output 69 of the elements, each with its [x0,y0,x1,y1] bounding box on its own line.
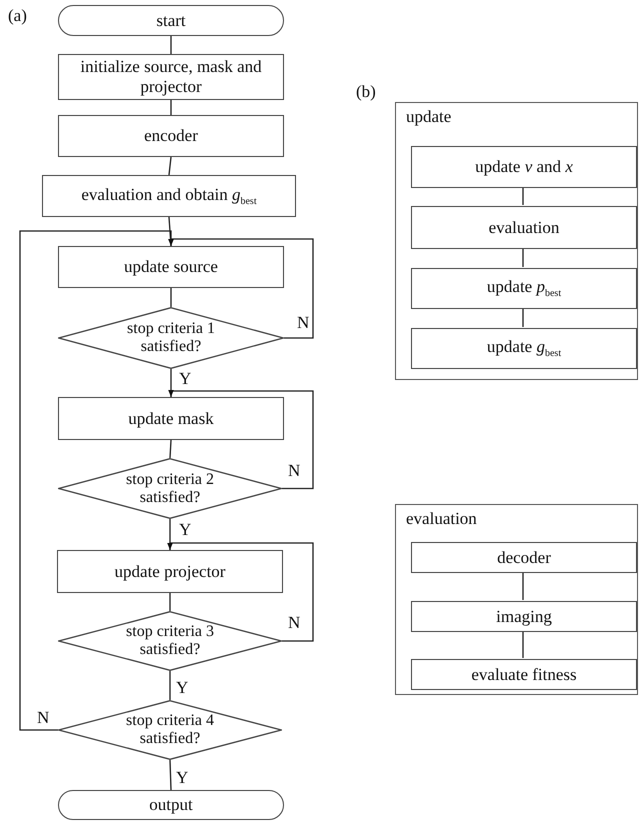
arrow [167,542,314,642]
terminator-box [58,5,284,36]
group-frame [395,102,638,380]
process-box [57,550,283,593]
decision-diamond [58,611,282,671]
edge-label: N [287,462,302,479]
decision-diamond [58,700,282,760]
decision-diamond [58,458,282,519]
node-label: stop criteria 4 satisfied? [125,712,215,748]
connector-line [522,187,524,205]
connector-line [170,36,172,54]
node-label: evaluation [488,218,560,238]
process-box [58,397,284,440]
node-label: update v and x [475,157,573,177]
process-box [411,601,637,632]
process-box [411,659,637,690]
edge-label: Y [175,679,190,696]
process-box [411,206,637,249]
node-label: output [149,795,193,815]
node-label: update projector [114,562,226,582]
arrow [168,390,314,490]
connector-line [522,308,524,327]
process-box [411,328,637,369]
edge-label: N [36,709,50,726]
node-label: evaluation and obtain g$_{best}$ [81,184,257,208]
connector-line [168,216,172,246]
group-title: update [406,107,452,127]
node-label: update p$_{best}$ [486,277,562,300]
process-box [411,146,637,188]
arrow [19,230,174,731]
edge-label: Y [175,769,190,786]
panel-label: (a) [8,6,27,26]
node-label: stop criteria 1 satisfied? [126,320,216,356]
node-label: start [156,10,186,30]
node-label: evaluate fitness [471,664,577,684]
connector-line [522,248,524,267]
edge-label: N [287,614,302,631]
node-label: stop criteria 2 satisfied? [125,470,215,506]
node-label: update g$_{best}$ [486,337,562,360]
connector-line [168,156,172,176]
process-box [58,246,284,288]
node-label: update mask [128,408,214,428]
node-label: imaging [496,606,552,626]
connector-line [170,100,172,115]
connector-line [169,440,172,458]
connector-line [522,631,524,658]
process-box [58,54,284,100]
decision-diamond [58,307,284,369]
edge-label: N [296,314,310,331]
node-label: stop criteria 3 satisfied? [125,623,215,659]
connector-line [169,760,172,790]
process-box [411,542,637,573]
connector-line [169,671,171,700]
edge-label: Y [178,370,192,387]
group-frame [395,504,638,695]
node-label: decoder [497,548,551,568]
connector-line [170,288,172,307]
process-box [411,268,637,309]
terminator-box [58,790,284,820]
connector-line [522,572,524,600]
edge-label: Y [178,521,192,538]
node-label: initialize source, mask and projector [79,57,263,97]
group-title: evaluation [406,509,477,529]
panel-label: (b) [356,82,376,102]
process-box [42,175,296,217]
process-box [58,115,284,157]
node-label: update source [124,257,218,277]
connector-line [169,593,171,611]
node-label: encoder [144,126,198,146]
